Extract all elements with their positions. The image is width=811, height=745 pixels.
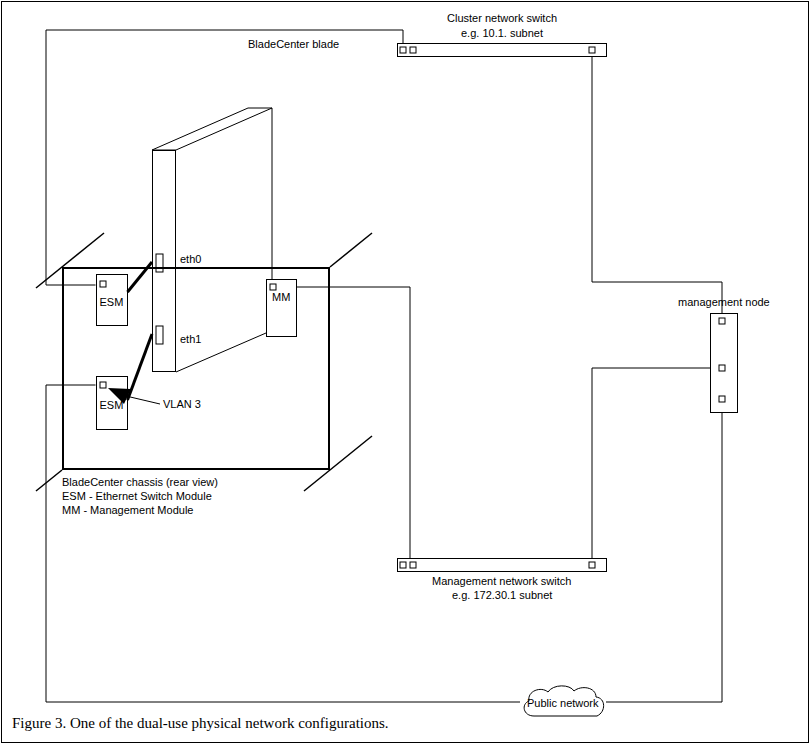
network-cable bbox=[606, 413, 722, 702]
management-node: management node bbox=[710, 313, 738, 413]
node-label: BladeCenter blade bbox=[248, 38, 339, 51]
node-label: MM - Management Module bbox=[62, 504, 193, 517]
figure-caption: Figure 3. One of the dual-use physical n… bbox=[12, 714, 389, 732]
switch-module: ESM bbox=[96, 376, 128, 430]
ports bbox=[100, 47, 725, 568]
node-label: MM bbox=[272, 291, 290, 304]
node-label: ESM - Ethernet Switch Module bbox=[62, 490, 212, 503]
port-label: eth0 bbox=[180, 253, 201, 266]
network-cable bbox=[592, 57, 722, 313]
network-cloud: Public network bbox=[520, 684, 606, 718]
node-label: Public network bbox=[527, 697, 599, 710]
network-cable bbox=[297, 287, 410, 558]
network-cable bbox=[592, 368, 710, 558]
network-cable bbox=[46, 385, 520, 702]
blade-link bbox=[128, 334, 153, 400]
network-cable bbox=[46, 30, 403, 285]
chassis-perspective bbox=[36, 233, 372, 491]
switch-module: ESM bbox=[96, 274, 128, 326]
node-label: Cluster network switch bbox=[447, 12, 557, 25]
node-label: management node bbox=[678, 296, 770, 309]
port-label: VLAN 3 bbox=[163, 398, 201, 411]
node-label: Management network switch bbox=[432, 575, 571, 588]
node-label: e.g. 10.1. subnet bbox=[461, 27, 543, 40]
chassis-box: BladeCenter chassis (rear view)ESM - Eth… bbox=[62, 267, 330, 470]
node-label: e.g. 172.30.1 subnet bbox=[452, 589, 552, 602]
node-label: BladeCenter chassis (rear view) bbox=[62, 476, 218, 489]
node-label: ESM bbox=[100, 399, 124, 412]
blade-front: BladeCenter blade bbox=[152, 150, 176, 372]
port-label: eth1 bbox=[180, 333, 201, 346]
blade-outline bbox=[152, 108, 272, 372]
management-module: MM bbox=[266, 279, 297, 337]
node-label: ESM bbox=[100, 296, 124, 309]
network-switch: Management network switche.g. 172.30.1 s… bbox=[397, 558, 607, 572]
network-switch: Cluster network switche.g. 10.1. subnet bbox=[397, 43, 607, 57]
